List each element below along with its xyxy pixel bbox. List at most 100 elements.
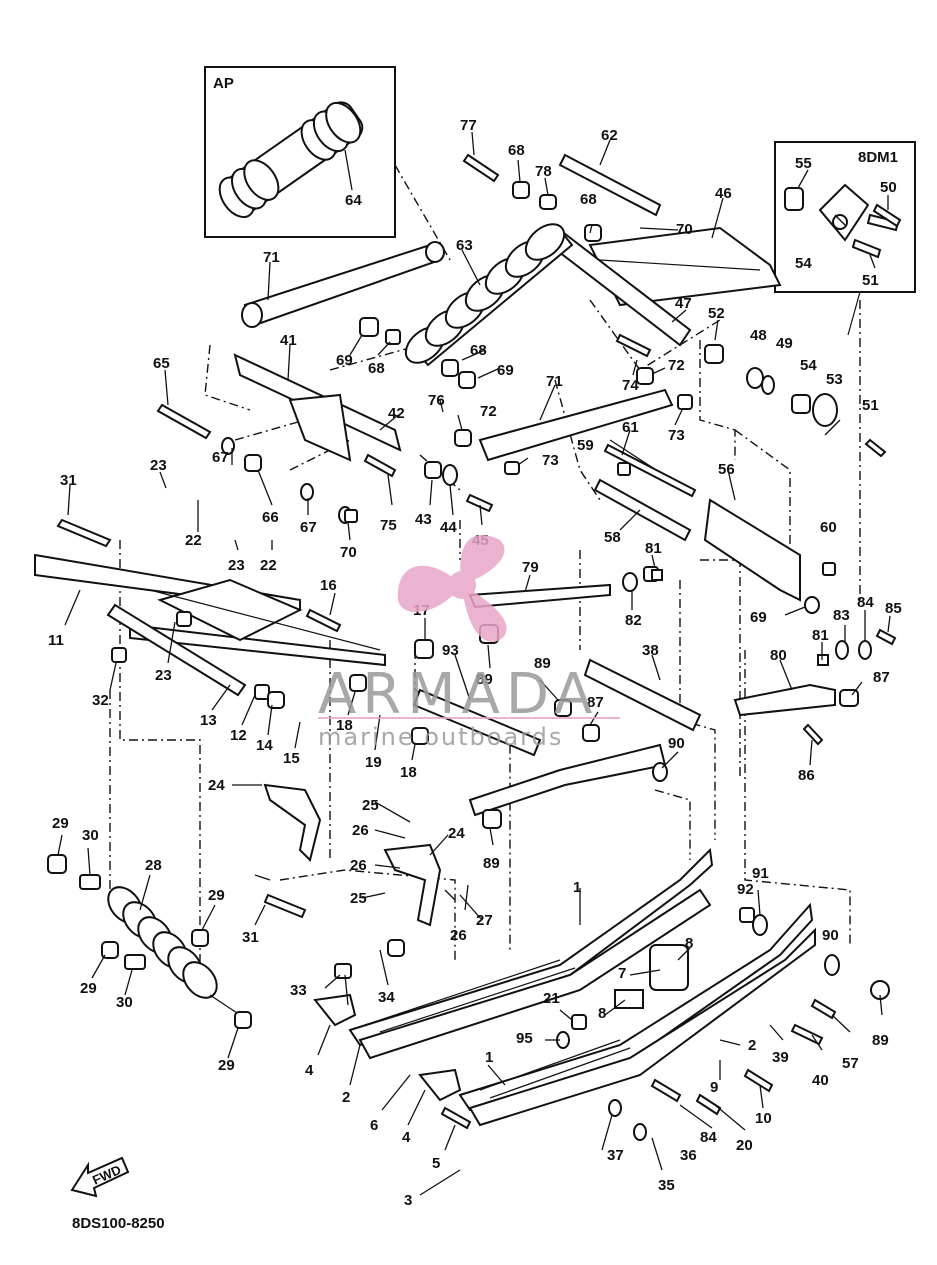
callout-66: 66	[262, 509, 279, 526]
callout-64: 64	[345, 192, 362, 209]
washers	[47, 181, 872, 1141]
callout-31: 31	[60, 472, 77, 489]
callout-65: 65	[153, 355, 170, 372]
inset-model-label: 8DM1	[858, 149, 898, 166]
callout-58: 58	[604, 529, 621, 546]
callout-36: 36	[680, 1147, 697, 1164]
callout-25: 25	[362, 797, 379, 814]
callout-71: 71	[546, 373, 563, 390]
callout-62: 62	[601, 127, 618, 144]
callout-49: 49	[776, 335, 793, 352]
watermark-tagline: marine outboards	[318, 723, 563, 751]
callout-7: 7	[618, 965, 626, 982]
callout-24: 24	[448, 825, 465, 842]
callout-29: 29	[80, 980, 97, 997]
callout-69: 69	[497, 362, 514, 379]
callout-68: 68	[368, 360, 385, 377]
callout-20: 20	[736, 1137, 753, 1154]
callout-8: 8	[598, 1005, 606, 1022]
callout-40: 40	[812, 1072, 829, 1089]
callout-60: 60	[820, 519, 837, 536]
callout-30: 30	[82, 827, 99, 844]
callout-30: 30	[116, 994, 133, 1011]
rear-shock-28	[107, 886, 241, 1016]
callout-51: 51	[862, 397, 879, 414]
callout-27: 27	[476, 912, 493, 929]
callout-28: 28	[145, 857, 162, 874]
callout-21: 21	[543, 990, 560, 1007]
inset-ap-label: AP	[213, 75, 234, 92]
callout-41: 41	[280, 332, 297, 349]
callout-59: 59	[577, 437, 594, 454]
callout-4: 4	[402, 1129, 411, 1146]
fwd-label: FWD	[90, 1162, 123, 1188]
callout-31: 31	[242, 929, 259, 946]
callout-10: 10	[755, 1110, 772, 1127]
callout-14: 14	[256, 737, 273, 754]
callout-9: 9	[710, 1079, 718, 1096]
callout-1: 1	[573, 879, 581, 896]
callout-67: 67	[212, 449, 229, 466]
callout-73: 73	[542, 452, 559, 469]
inset-8dm1: 8DM1	[774, 141, 916, 336]
callout-84: 84	[700, 1129, 717, 1146]
inset-ap: AP	[204, 66, 396, 238]
callout-24: 24	[208, 777, 225, 794]
watermark-brand: ARMADA	[318, 662, 598, 727]
bolts	[56, 153, 902, 1130]
callout-92: 92	[737, 881, 754, 898]
callout-81: 81	[645, 540, 662, 557]
callout-23: 23	[150, 457, 167, 474]
callout-77: 77	[460, 117, 477, 134]
callout-71: 71	[263, 249, 280, 266]
callout-33: 33	[290, 982, 307, 999]
callout-5: 5	[432, 1155, 440, 1172]
callout-88: 89	[476, 671, 493, 688]
small-parts	[313, 944, 890, 1102]
callout-53: 53	[826, 371, 843, 388]
callout-52: 52	[708, 305, 725, 322]
shock-spring-63	[404, 223, 566, 364]
guide-lines	[109, 164, 861, 990]
callout-12: 12	[230, 727, 247, 744]
callout-22: 22	[260, 557, 277, 574]
callout-22: 22	[185, 532, 202, 549]
callout-84: 84	[857, 594, 874, 611]
callout-73: 73	[668, 427, 685, 444]
diagram-code: 8DS100-8250	[72, 1215, 165, 1232]
callout-16: 16	[320, 577, 337, 594]
callout-51: 51	[862, 272, 879, 289]
callout-81: 81	[812, 627, 829, 644]
callout-56: 56	[718, 461, 735, 478]
callout-37: 37	[607, 1147, 624, 1164]
callout-68: 68	[470, 342, 487, 359]
callout-91: 91	[752, 865, 769, 882]
callout-68: 68	[580, 191, 597, 208]
callout-86: 86	[798, 767, 815, 784]
callout-18: 18	[336, 717, 353, 734]
callout-70: 70	[676, 221, 693, 238]
callout-26: 26	[450, 927, 467, 944]
fwd-arrow-icon: FWD	[70, 1156, 130, 1198]
callout-38: 38	[642, 642, 659, 659]
callout-39: 39	[772, 1049, 789, 1066]
callout-54: 54	[795, 255, 812, 272]
callout-68: 68	[508, 142, 525, 159]
callout-23: 23	[228, 557, 245, 574]
callout-47: 47	[675, 295, 692, 312]
callout-18: 18	[400, 764, 417, 781]
callout-90: 90	[668, 735, 685, 752]
callout-1: 1	[485, 1049, 493, 1066]
callout-23: 23	[155, 667, 172, 684]
callout-57: 57	[842, 1055, 859, 1072]
callout-43: 43	[415, 511, 432, 528]
callout-46: 46	[715, 185, 732, 202]
callout-labels: 77 68 78 68 62 70 46 64 71 63 55 50 54 5…	[48, 117, 902, 1209]
callout-83: 83	[833, 607, 850, 624]
propeller-logo-icon	[397, 535, 507, 642]
callout-55: 55	[795, 155, 812, 172]
callout-25: 25	[350, 890, 367, 907]
callout-11: 11	[48, 632, 64, 649]
callout-35: 35	[658, 1177, 675, 1194]
callout-75: 75	[380, 517, 397, 534]
